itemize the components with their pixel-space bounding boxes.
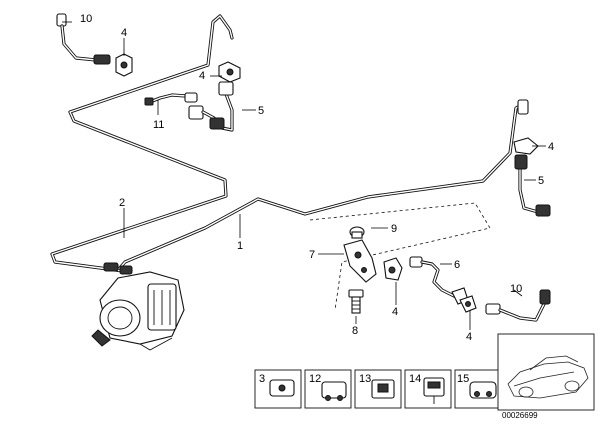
brake-hose-front-right — [188, 81, 234, 132]
legend-box-1: 3 — [254, 369, 302, 409]
callout-11: 9 — [391, 223, 397, 235]
abs-hydraulic-unit — [91, 271, 185, 351]
callout-3: 4 — [199, 70, 205, 82]
diagram-id: 00026699 — [502, 411, 538, 420]
line-fittings-left — [103, 262, 133, 275]
bracket-clip-center — [218, 61, 241, 83]
bleeder-cap — [349, 226, 365, 239]
bracket-clip-top-left — [115, 53, 133, 77]
callout-4: 11 — [153, 119, 164, 131]
legend-box-5-label: 15 — [457, 373, 469, 385]
legend-box-4: 14 — [404, 369, 452, 409]
brake-hose-front-left — [56, 13, 111, 65]
bracket-clip-lower — [459, 295, 477, 313]
legend-box-1-label: 3 — [259, 373, 265, 385]
hex-bolt — [348, 289, 364, 314]
legend-box-5: 15 — [454, 369, 502, 409]
brake-hose-rear-left — [485, 289, 551, 322]
legend-box-3: 13 — [354, 369, 402, 409]
legend-box-3-label: 13 — [359, 373, 371, 385]
callout-2: 4 — [121, 27, 127, 39]
mounting-bracket — [343, 239, 377, 283]
callout-5: 5 — [258, 105, 264, 117]
callout-1: 10 — [80, 13, 92, 25]
callout-14: 6 — [454, 259, 460, 271]
legend-box-2-label: 12 — [309, 373, 321, 385]
callout-9: 5 — [538, 175, 544, 187]
callout-8: 4 — [548, 141, 554, 153]
callout-7: 1 — [237, 240, 243, 252]
legend-box-2: 12 — [304, 369, 352, 409]
callout-15: 4 — [466, 331, 472, 343]
callout-10: 7 — [309, 249, 315, 261]
vehicle-location-thumbnail — [497, 333, 595, 411]
legend-box-4-label: 14 — [409, 373, 421, 385]
callout-6: 2 — [119, 197, 125, 209]
leader-lines — [62, 21, 546, 330]
brake-line-1 — [116, 102, 526, 272]
bracket-clip-mid — [383, 257, 403, 281]
callout-12: 8 — [352, 325, 358, 337]
assembly-boundary — [309, 202, 491, 311]
brake-line-11 — [144, 92, 198, 106]
callout-16: 10 — [510, 283, 522, 295]
brake-hose-rear-right — [513, 99, 551, 217]
brake-line-2 — [50, 14, 234, 273]
callout-13: 4 — [392, 306, 398, 318]
